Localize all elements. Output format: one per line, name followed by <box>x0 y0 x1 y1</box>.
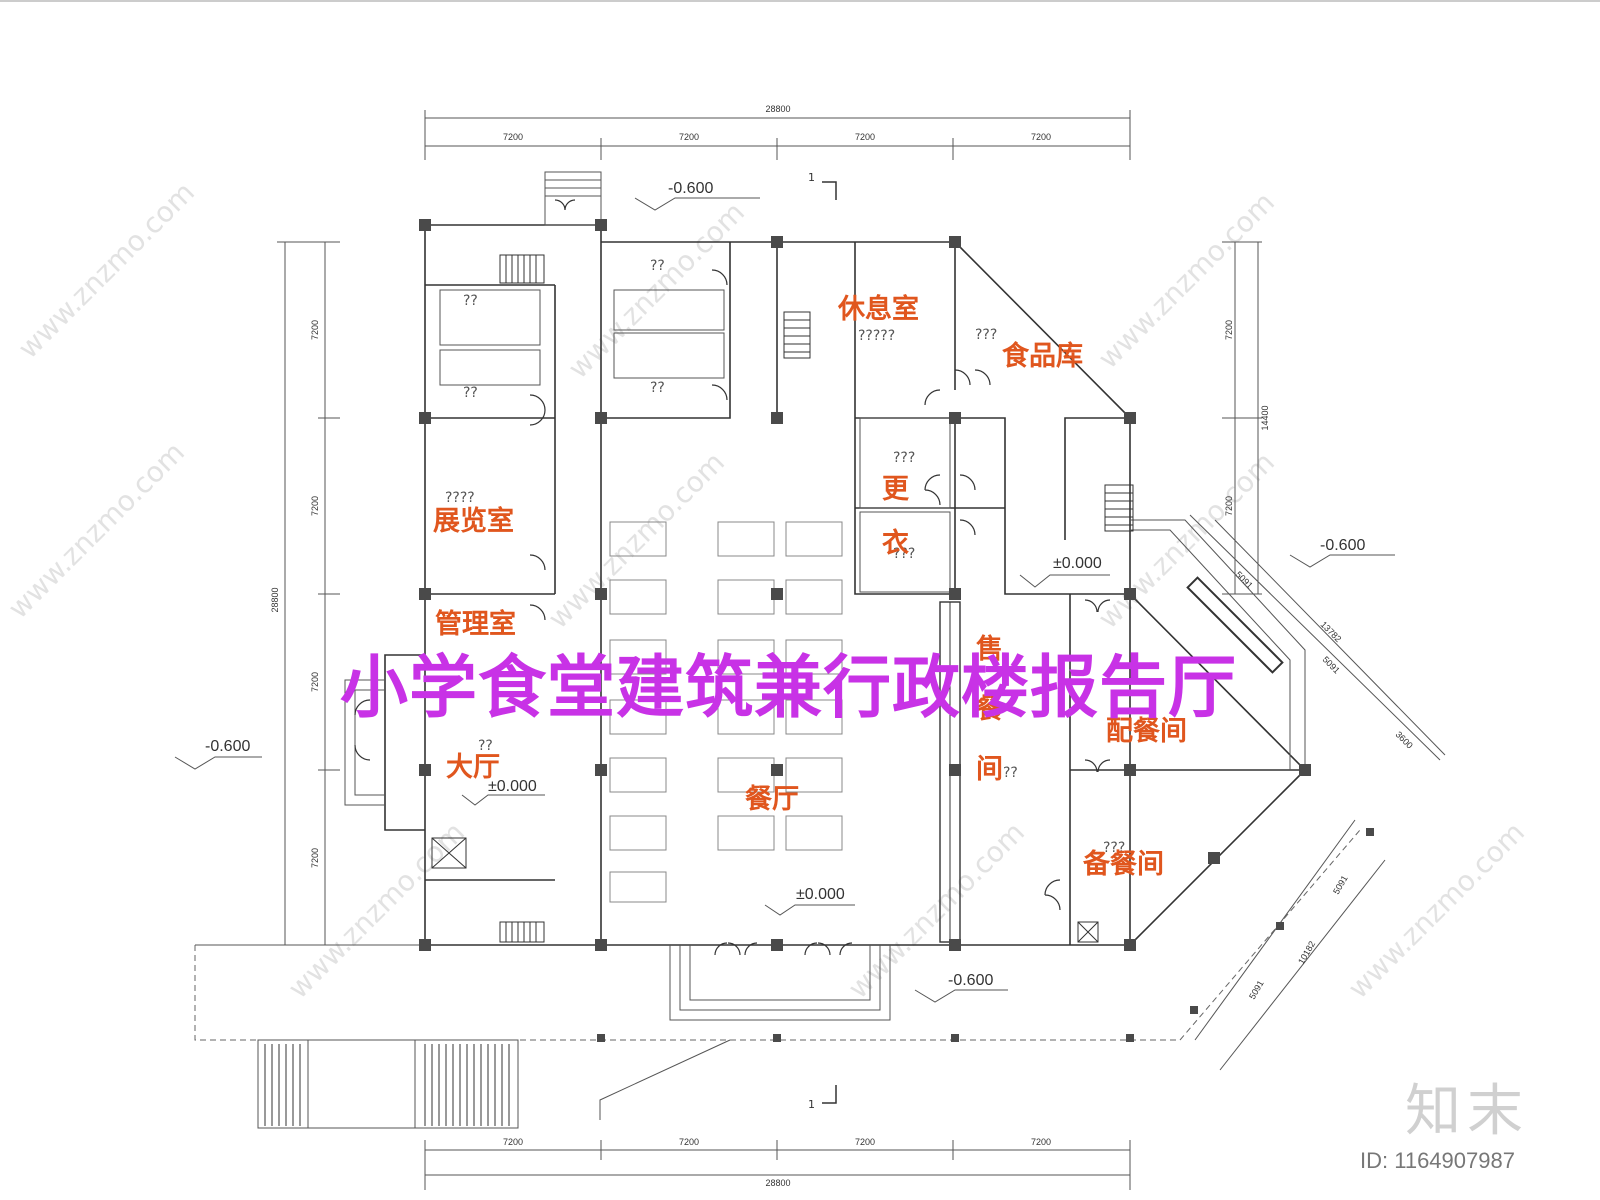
dim-top-span: 7200 <box>1031 132 1051 142</box>
annotation: ?? <box>650 258 665 274</box>
dim-diag: 5091 <box>1234 569 1255 590</box>
level-bottom: -0.600 <box>948 972 993 989</box>
title-banner: 小学食堂建筑兼行政楼报告厅 <box>340 649 1238 728</box>
annotation: ?? <box>478 738 493 754</box>
annotation: ???? <box>445 490 475 506</box>
level-top: -0.600 <box>668 180 713 197</box>
level-right: -0.600 <box>1320 537 1365 554</box>
dim-top-span: 7200 <box>855 132 875 142</box>
dimension-bottom: 7200 7200 7200 7200 28800 <box>424 1137 1131 1190</box>
annotation: ?? <box>463 385 478 401</box>
dim-right-total: 14400 <box>1260 405 1270 430</box>
dim-top-span: 7200 <box>503 132 523 142</box>
annotation: ????? <box>858 328 895 344</box>
watermark-text: www.znzmo.com <box>1092 186 1281 375</box>
room-label-exhibition: 展览室 <box>433 505 514 537</box>
columns <box>419 219 1374 1042</box>
level-dining: ±0.000 <box>796 886 845 903</box>
dim-bottom-span: 7200 <box>503 1137 523 1147</box>
doors <box>354 199 1111 956</box>
elevator <box>431 837 1099 943</box>
dim-bottom-span: 7200 <box>679 1137 699 1147</box>
dim-diag: 13782 <box>1319 619 1344 644</box>
annotation: ??? <box>975 327 997 343</box>
stairs <box>264 254 1134 1126</box>
dim-left-span: 7200 <box>310 320 320 340</box>
watermark-text: www.znzmo.com <box>12 176 201 365</box>
room-label-management: 管理室 <box>435 608 516 640</box>
room-label-serving: 餐 <box>976 694 1004 725</box>
room-label-food-store: 食品库 <box>1002 340 1083 372</box>
dim-left-total: 28800 <box>270 587 280 612</box>
dimension-left: 28800 7200 7200 7200 7200 <box>270 241 340 946</box>
dim-diag: 10182 <box>1296 939 1317 966</box>
watermark-text: www.znzmo.com <box>542 446 731 635</box>
room-label-change: 更 <box>882 474 910 505</box>
room-label-preparation: 备餐间 <box>1082 849 1164 880</box>
dim-bottom-total: 28800 <box>765 1178 790 1188</box>
dim-bottom-span: 7200 <box>855 1137 875 1147</box>
dim-left-span: 7200 <box>310 848 320 868</box>
watermark-text: www.znzmo.com <box>2 436 191 625</box>
dim-bottom-span: 7200 <box>1031 1137 1051 1147</box>
room-labels: 休息室 食品库 展览室 管理室 大厅 餐厅 更 衣 售 餐 间 配餐间 备餐间 <box>433 293 1187 880</box>
toilet-fixtures <box>439 289 951 593</box>
annotation: ?? <box>650 380 665 396</box>
level-left: -0.600 <box>205 738 250 755</box>
watermark-logo: 知末 <box>1405 1079 1529 1144</box>
dimension-top: 28800 7200 7200 7200 7200 <box>424 104 1131 160</box>
level-rear: ±0.000 <box>1053 555 1102 572</box>
room-label-lobby: 大厅 <box>446 752 500 783</box>
annotation: ?? <box>1003 765 1018 781</box>
room-label-serving: 售 <box>976 633 1003 665</box>
watermark-text: www.znzmo.com <box>1092 446 1281 635</box>
placeholder-annotations: ?? ?? ?? ?? ????? ??? ??? ??? ???? ?? ??… <box>445 258 1125 856</box>
dim-right-span: 7200 <box>1224 320 1234 340</box>
annotation: ??? <box>1103 840 1125 856</box>
room-label-dining: 餐厅 <box>745 784 799 815</box>
dim-diag: 5091 <box>1321 654 1342 675</box>
room-label-serving: 间 <box>976 754 1003 785</box>
room-label-lounge: 休息室 <box>837 293 919 325</box>
watermark-text: www.znzmo.com <box>1342 816 1531 1005</box>
annotation: ??? <box>893 546 915 562</box>
room-label-change: 衣 <box>882 527 909 559</box>
section-label: 1 <box>808 171 815 184</box>
level-markers: -0.600 -0.600 -0.600 -0.600 ±0.000 ±0.00… <box>174 180 1395 1003</box>
section-label: 1 <box>808 1098 815 1111</box>
dim-diag: 5091 <box>1331 874 1350 896</box>
dim-left-span: 7200 <box>310 496 320 516</box>
dimension-right: 7200 7200 14400 <box>1222 241 1270 595</box>
dim-right-span: 7200 <box>1224 496 1234 516</box>
building-walls <box>194 171 1361 1129</box>
level-hall: ±0.000 <box>488 778 537 795</box>
watermark-layer: www.znzmo.com www.znzmo.com www.znzmo.co… <box>2 176 1531 1005</box>
dimension-diagonal-lower: 5091 10182 5091 <box>1194 819 1386 1071</box>
dim-diag: 5091 <box>1247 979 1266 1001</box>
dim-left-span: 7200 <box>310 672 320 692</box>
watermark-id: ID: 1164907987 <box>1360 1148 1515 1173</box>
room-label-distribution: 配餐间 <box>1106 716 1187 747</box>
section-mark <box>822 181 837 1104</box>
annotation: ?? <box>463 293 478 309</box>
dim-top-span: 7200 <box>679 132 699 142</box>
dim-top-total: 28800 <box>765 104 790 114</box>
annotation: ??? <box>893 450 915 466</box>
watermark-text: www.znzmo.com <box>282 816 471 1005</box>
